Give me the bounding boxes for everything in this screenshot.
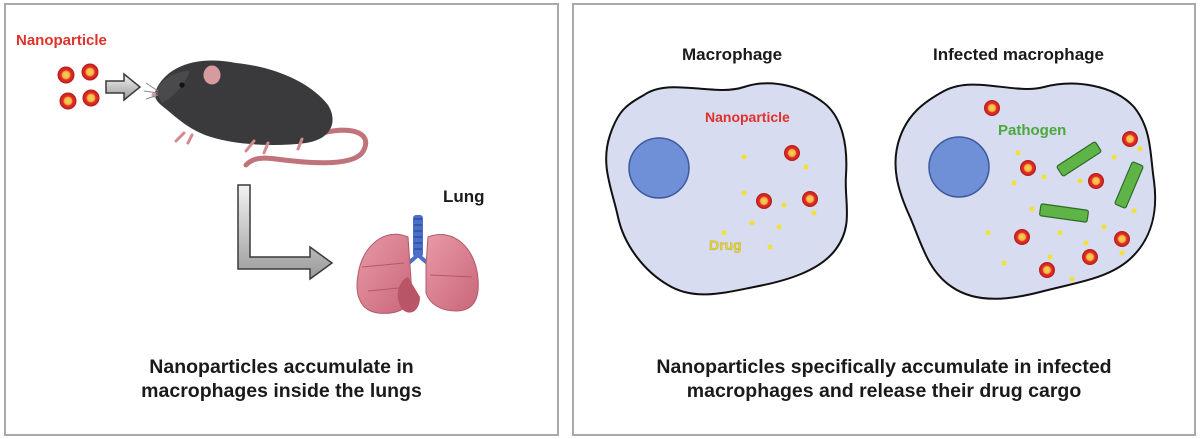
drug-dot xyxy=(1001,260,1007,266)
nanoparticle-label: Nanoparticle xyxy=(16,32,107,49)
nanoparticle-icon xyxy=(802,191,818,207)
drug-dot xyxy=(1111,154,1117,160)
nanoparticle-icon xyxy=(984,100,1000,116)
nanoparticle-icon xyxy=(81,63,99,81)
drug-dots xyxy=(721,146,1143,282)
nanoparticle-icon xyxy=(756,193,772,209)
left-caption-line: Nanoparticles accumulate in xyxy=(149,356,414,378)
drug-dot xyxy=(803,164,809,170)
drug-dot xyxy=(767,244,773,250)
nanoparticle-icon xyxy=(784,145,800,161)
nanoparticle-icon xyxy=(57,66,75,84)
drug-dot xyxy=(1015,150,1021,156)
left-panel-artwork: Nanoparticle xyxy=(16,32,485,314)
right-panel-artwork: Macrophage Infected macrophage Nanoparti… xyxy=(605,45,1157,300)
macrophage-membrane xyxy=(605,82,848,296)
right-caption: Nanoparticles specifically accumulate in… xyxy=(574,355,1194,403)
drug-dot xyxy=(1131,208,1137,214)
drug-dot xyxy=(741,154,747,160)
left-caption-line: macrophages inside the lungs xyxy=(141,380,422,402)
nanoparticle-icon xyxy=(59,92,77,110)
drug-dot xyxy=(1137,146,1143,152)
lung-illustration xyxy=(356,215,479,314)
pathogen-icon xyxy=(1039,203,1089,223)
drug-dot xyxy=(1077,178,1083,184)
drug-dot xyxy=(776,224,782,230)
lung-label: Lung xyxy=(443,187,485,206)
bent-arrow-icon xyxy=(237,184,334,281)
drug-dot xyxy=(1047,254,1053,260)
arrow-right-icon xyxy=(105,72,142,102)
left-caption: Nanoparticles accumulate in macrophages … xyxy=(6,355,557,403)
right-caption-line: Nanoparticles specifically accumulate in… xyxy=(656,356,1112,378)
mouse-illustration xyxy=(143,60,369,168)
nanoparticle-icon xyxy=(1082,249,1098,265)
nanoparticle-icon xyxy=(1114,231,1130,247)
drug-dot xyxy=(721,230,727,236)
nanoparticle-icon xyxy=(82,89,100,107)
nanoparticle-icon xyxy=(1088,173,1104,189)
drug-dot xyxy=(741,190,747,196)
nanoparticle-icon xyxy=(1014,229,1030,245)
right-caption-line: macrophages and release their drug cargo xyxy=(686,380,1082,402)
nanoparticle-icon xyxy=(1122,131,1138,147)
drug-dot xyxy=(1011,180,1017,186)
drug-dot xyxy=(1101,224,1107,230)
macrophage-cell xyxy=(605,82,848,296)
drug-dot xyxy=(1119,250,1125,256)
infected-macrophage-membrane xyxy=(894,82,1157,300)
infected-macrophage-title: Infected macrophage xyxy=(933,45,1104,64)
drug-label: Drug xyxy=(709,237,742,253)
left-panel: Nanoparticle xyxy=(4,3,559,436)
pathogen-icon xyxy=(1114,161,1144,209)
drug-dot xyxy=(1069,276,1075,282)
drug-dot xyxy=(1029,206,1035,212)
drug-dot xyxy=(781,202,787,208)
infected-macrophage-cell xyxy=(894,82,1157,300)
pathogen-icon xyxy=(1056,141,1102,177)
pathogen-group xyxy=(1039,141,1144,223)
nanoparticle-label: Nanoparticle xyxy=(705,109,790,125)
nanoparticle-cluster xyxy=(57,63,100,110)
infected-macrophage-nucleus xyxy=(928,136,990,198)
drug-dot xyxy=(1083,240,1089,246)
pathogen-label: Pathogen xyxy=(998,122,1066,139)
nanoparticle-icon xyxy=(1020,160,1036,176)
drug-dot xyxy=(1057,230,1063,236)
nanoparticle-group xyxy=(756,100,1138,278)
macrophage-nucleus xyxy=(628,137,690,199)
drug-dot xyxy=(1041,174,1047,180)
drug-dot xyxy=(985,230,991,236)
nanoparticle-icon xyxy=(1039,262,1055,278)
drug-dot xyxy=(811,210,817,216)
right-panel: Macrophage Infected macrophage Nanoparti… xyxy=(572,3,1196,436)
macrophage-title: Macrophage xyxy=(682,45,782,64)
drug-dot xyxy=(749,220,755,226)
